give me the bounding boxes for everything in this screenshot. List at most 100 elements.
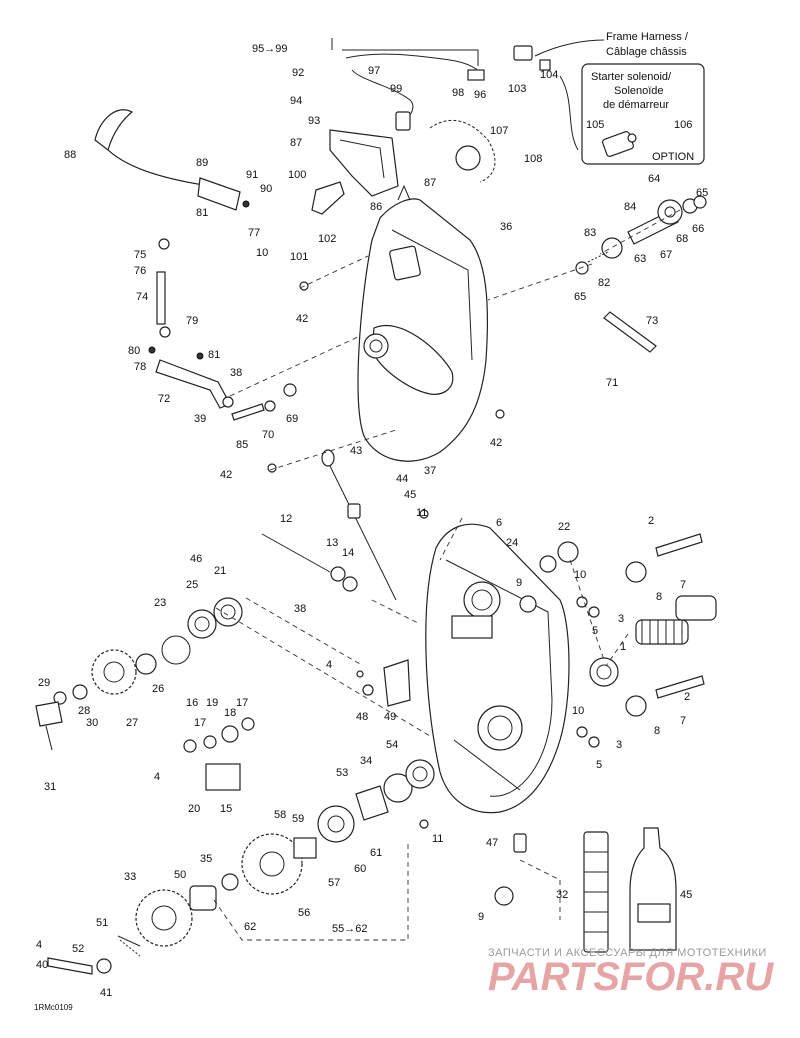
part-label-3-a: 3 bbox=[618, 613, 624, 625]
part-label-88: 88 bbox=[64, 149, 76, 161]
part-label-81-top: 81 bbox=[196, 207, 208, 219]
tensioner-linkage bbox=[148, 238, 234, 409]
drive-chain bbox=[583, 831, 609, 953]
part-label-99: 99 bbox=[390, 83, 402, 95]
part-label-42-c: 42 bbox=[220, 469, 232, 481]
part-label-11-a: 11 bbox=[416, 507, 427, 519]
part-label-84: 84 bbox=[624, 201, 636, 213]
part-label-102: 102 bbox=[318, 233, 336, 245]
solenoide-label: Solenoïde bbox=[614, 85, 664, 97]
part-label-3-b: 3 bbox=[616, 739, 622, 751]
part-label-73: 73 bbox=[646, 315, 658, 327]
de-demarreur-label: de démarreur bbox=[603, 99, 669, 111]
part-label-49: 49 bbox=[384, 711, 396, 723]
part-label-12: 12 bbox=[280, 513, 292, 525]
part-label-56: 56 bbox=[298, 907, 310, 919]
part-label-9-a: 9 bbox=[516, 577, 522, 589]
part-label-2-b: 2 bbox=[684, 691, 690, 703]
part-label-105: 105 bbox=[586, 119, 604, 131]
frame-harness-label: Frame Harness / bbox=[606, 31, 689, 43]
part-label-89: 89 bbox=[196, 157, 208, 169]
part-label-45-b: 45 bbox=[680, 889, 692, 901]
part-label-66: 66 bbox=[692, 223, 704, 235]
part-label-78: 78 bbox=[134, 361, 146, 373]
brake-lever-assembly bbox=[94, 109, 250, 211]
part-label-87-left: 87 bbox=[290, 137, 302, 149]
part-label-33: 33 bbox=[124, 871, 136, 883]
part-label-77: 77 bbox=[248, 227, 260, 239]
part-label-2-a: 2 bbox=[648, 515, 654, 527]
part-label-42-a: 42 bbox=[296, 313, 308, 325]
part-label-57: 57 bbox=[328, 877, 340, 889]
part-label-31: 31 bbox=[44, 781, 56, 793]
part-label-80: 80 bbox=[128, 345, 140, 357]
part-label-76: 76 bbox=[134, 265, 146, 277]
part-label-4-b: 4 bbox=[154, 771, 160, 783]
part-label-20: 20 bbox=[188, 803, 200, 815]
part-label-46: 46 bbox=[190, 553, 202, 565]
part-label-34: 34 bbox=[360, 755, 372, 767]
chain-sprocket-top bbox=[429, 119, 496, 183]
part-label-25: 25 bbox=[186, 579, 198, 591]
part-label-90: 90 bbox=[260, 183, 272, 195]
part-label-65: 65 bbox=[574, 291, 586, 303]
part-label-35: 35 bbox=[200, 853, 212, 865]
part-label-4-a: 4 bbox=[326, 659, 332, 671]
part-label-98: 98 bbox=[452, 87, 464, 99]
part-label-104: 104 bbox=[540, 69, 558, 81]
part-label-45-a: 45 bbox=[404, 489, 416, 501]
part-label-17-b: 17 bbox=[236, 697, 248, 709]
watermark-logo: PARTSFOR.RU bbox=[488, 955, 774, 999]
part-label-69: 69 bbox=[286, 413, 298, 425]
part-label-75: 75 bbox=[134, 249, 146, 261]
part-label-47: 47 bbox=[486, 837, 498, 849]
upper-right-shaft-parts bbox=[575, 195, 707, 353]
part-label-29: 29 bbox=[38, 677, 50, 689]
part-label-101: 101 bbox=[290, 251, 308, 263]
part-label-6: 6 bbox=[496, 517, 502, 529]
part-label-1: 1 bbox=[620, 641, 626, 653]
part-label-103: 103 bbox=[508, 83, 526, 95]
part-label-107: 107 bbox=[490, 125, 508, 137]
part-label-108: 108 bbox=[524, 153, 542, 165]
part-label-13: 13 bbox=[326, 537, 338, 549]
part-label-79: 79 bbox=[186, 315, 198, 327]
option-label: OPTION bbox=[652, 151, 694, 163]
part-label-11-b: 11 bbox=[432, 833, 443, 845]
part-label-38-a: 38 bbox=[230, 367, 242, 379]
part-label-87-right: 87 bbox=[424, 177, 436, 189]
part-label-10-a: 10 bbox=[574, 569, 586, 581]
part-label-61: 61 bbox=[370, 847, 382, 859]
part-label-63: 63 bbox=[634, 253, 646, 265]
part-label-85-right: 65 bbox=[696, 187, 708, 199]
part-label-4-c: 4 bbox=[36, 939, 42, 951]
part-label-36: 36 bbox=[500, 221, 512, 233]
part-label-81: 81 bbox=[208, 349, 220, 361]
part-label-19: 19 bbox=[206, 697, 218, 709]
cablage-chassis-label: Câblage châssis bbox=[606, 46, 687, 58]
part-label-83: 83 bbox=[584, 227, 596, 239]
part-label-92: 92 bbox=[292, 67, 304, 79]
part-label-72: 72 bbox=[158, 393, 170, 405]
part-label-30: 30 bbox=[86, 717, 98, 729]
bottom-gear-assembly bbox=[47, 759, 435, 975]
part-labels: 95→99 92 97 94 99 93 98 96 103 104 105 1… bbox=[34, 43, 708, 1012]
part-label-48: 48 bbox=[356, 711, 368, 723]
part-label-10-top: 10 bbox=[256, 247, 268, 259]
part-label-85: 85 bbox=[236, 439, 248, 451]
part-label-24: 24 bbox=[506, 537, 518, 549]
part-label-39: 39 bbox=[194, 413, 206, 425]
part-label-70: 70 bbox=[262, 429, 274, 441]
part-label-53: 53 bbox=[336, 767, 348, 779]
oil-bottle bbox=[629, 827, 677, 951]
part-label-28: 28 bbox=[78, 705, 90, 717]
part-label-22: 22 bbox=[558, 521, 570, 533]
part-label-74: 74 bbox=[136, 291, 148, 303]
part-label-17-a: 17 bbox=[194, 717, 206, 729]
part-label-32: 32 bbox=[556, 889, 568, 901]
left-gear-parts bbox=[35, 533, 358, 751]
part-label-40: 40 bbox=[36, 959, 48, 971]
figure-id: 1RMc0109 bbox=[34, 1003, 73, 1012]
part-label-54: 54 bbox=[386, 739, 398, 751]
part-label-62: 62 bbox=[244, 921, 256, 933]
